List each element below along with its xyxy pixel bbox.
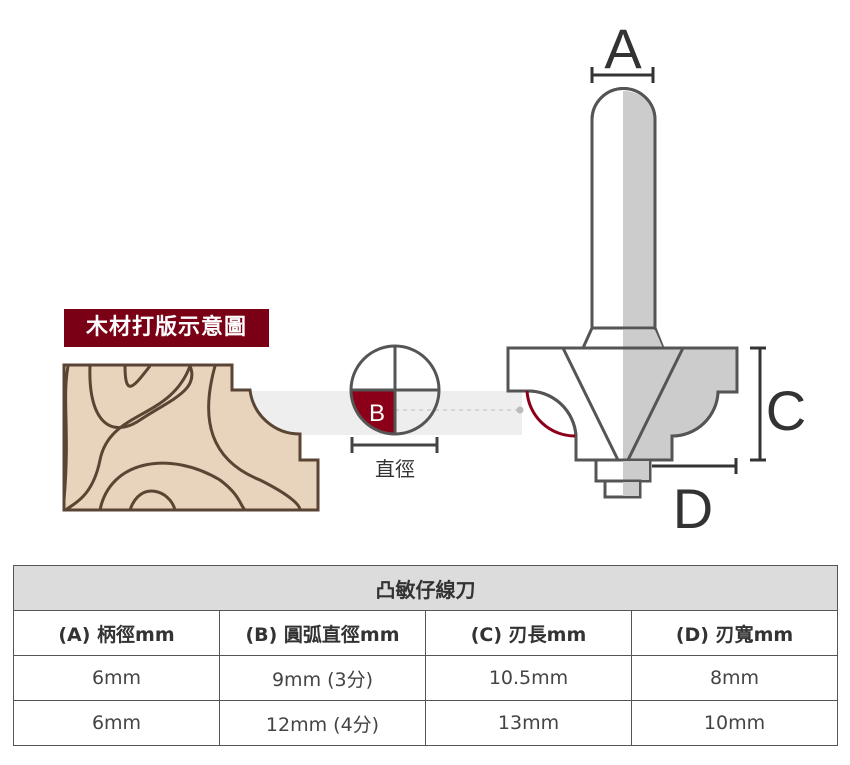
header-shank: (A) 柄徑mm xyxy=(13,610,220,656)
label-a: A xyxy=(604,17,642,80)
cell: 10.5mm xyxy=(425,655,632,701)
diameter-label: 直徑 xyxy=(375,457,415,481)
arc-diameter-circle: B xyxy=(349,344,441,436)
cell: 8mm xyxy=(631,655,838,701)
router-bit xyxy=(506,87,739,499)
table-row: 6mm 9mm (3分) 10.5mm 8mm xyxy=(13,655,838,701)
wood-piece xyxy=(62,363,320,512)
label-b: B xyxy=(369,400,385,427)
wood-profile-badge: 木材打版示意圖 xyxy=(64,309,269,347)
router-bit-diagram: B 直徑 A C D xyxy=(62,17,806,540)
header-blade-length: (C) 刃長mm xyxy=(425,610,632,656)
header-arc-diameter: (B) 圓弧直徑mm xyxy=(219,610,426,656)
cell: 6mm xyxy=(13,700,220,746)
spec-table: 凸敏仔線刀 (A) 柄徑mm (B) 圓弧直徑mm (C) 刃長mm (D) 刃… xyxy=(13,565,838,746)
dimension-lines xyxy=(590,67,766,474)
label-d: D xyxy=(673,477,713,540)
cell: 9mm (3分) xyxy=(219,655,426,701)
cell: 10mm xyxy=(631,700,838,746)
table-title: 凸敏仔線刀 xyxy=(13,565,838,611)
table-header-row: (A) 柄徑mm (B) 圓弧直徑mm (C) 刃長mm (D) 刃寬mm xyxy=(13,610,838,656)
label-c: C xyxy=(766,379,806,442)
center-dot xyxy=(516,406,524,414)
diameter-dimension xyxy=(350,437,439,453)
cell: 6mm xyxy=(13,655,220,701)
cell: 13mm xyxy=(425,700,632,746)
cell: 12mm (4分) xyxy=(219,700,426,746)
table-row: 6mm 12mm (4分) 13mm 10mm xyxy=(13,700,838,746)
header-blade-width: (D) 刃寬mm xyxy=(631,610,838,656)
